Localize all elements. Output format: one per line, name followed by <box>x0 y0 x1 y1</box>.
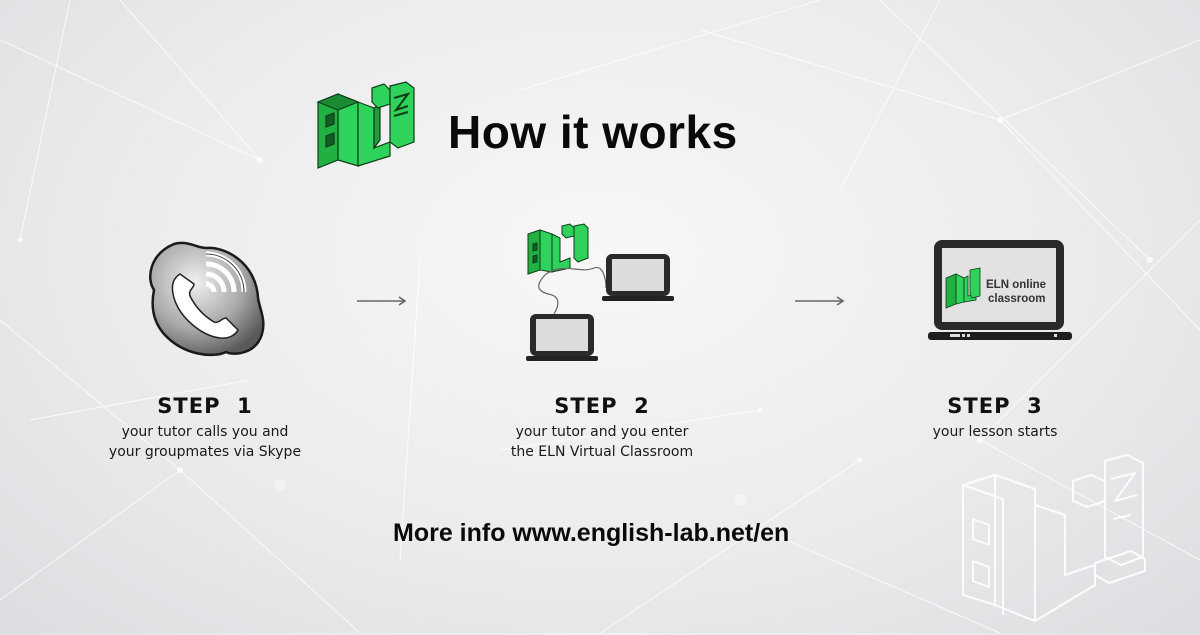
step-3-desc-line-1: your lesson starts <box>932 424 1058 440</box>
arrow-right-icon <box>357 296 407 306</box>
more-info-link[interactable]: More info www.english-lab.net/en <box>393 519 790 547</box>
step-2-desc-line-1: your tutor and you enter <box>515 424 689 440</box>
step-1-description: your tutor calls you and your groupmates… <box>75 422 335 462</box>
screen-text-line-2: classroom <box>988 293 1046 305</box>
arrow-2 <box>794 294 846 312</box>
step-2-title: STEP 2 <box>554 394 650 418</box>
step-1-icon-wrap <box>144 238 268 360</box>
laptop-classroom-icon <box>928 240 1072 340</box>
connected-laptops-icon <box>526 223 674 361</box>
step-2-description: your tutor and you enter the ELN Virtual… <box>472 422 732 462</box>
page-title: How it works <box>448 106 738 158</box>
step-1-desc-line-1: your tutor calls you and <box>121 424 289 440</box>
step-1-title: STEP 1 <box>157 394 253 418</box>
step-3: STEP 3 your lesson starts <box>865 394 1125 442</box>
eln-logo <box>314 80 422 170</box>
step-2-icon-wrap <box>524 222 674 368</box>
classroom-screen-text: ELN online classroom <box>986 278 1046 306</box>
step-1: STEP 1 your tutor calls you and your gro… <box>75 394 335 462</box>
watermark-logo <box>955 445 1155 630</box>
step-3-icon-wrap: ELN online classroom <box>928 238 1072 346</box>
step-1-desc-line-2: your groupmates via Skype <box>108 444 302 460</box>
eln-logo-icon <box>316 81 415 169</box>
eln-logo-outline-icon <box>962 454 1146 622</box>
step-2-desc-line-2: the ELN Virtual Classroom <box>510 444 694 460</box>
skype-call-icon <box>149 241 265 357</box>
step-3-description: your lesson starts <box>865 422 1125 442</box>
arrow-1 <box>356 294 408 312</box>
screen-text-line-1: ELN online <box>986 279 1047 291</box>
step-2: STEP 2 your tutor and you enter the ELN … <box>472 394 732 462</box>
arrow-right-icon <box>795 296 845 306</box>
step-3-title: STEP 3 <box>947 394 1043 418</box>
